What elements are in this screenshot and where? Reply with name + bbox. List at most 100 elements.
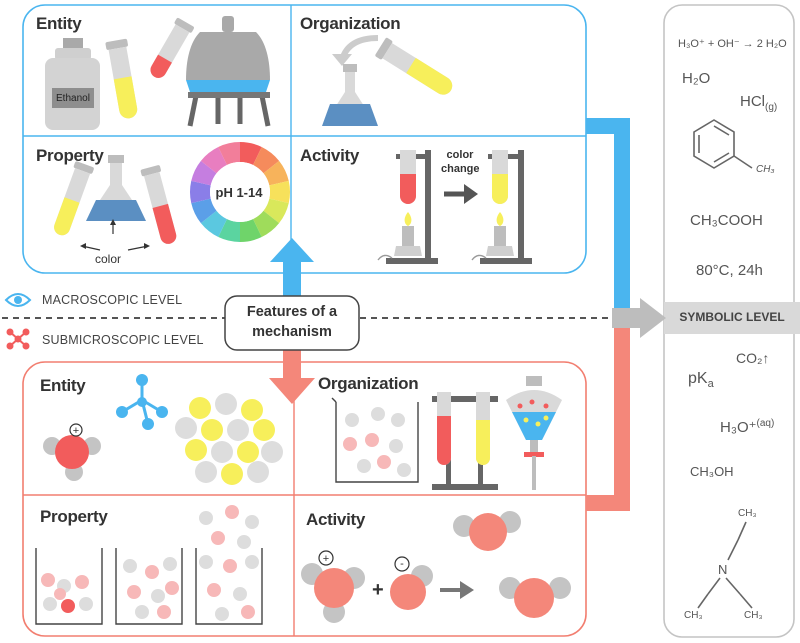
ph-wheel-segment	[269, 180, 290, 204]
ph-wheel-segment	[218, 142, 240, 165]
hydronium-formula: H₃O⁺(aq)	[720, 418, 774, 436]
sub-organization-title: Organization	[318, 374, 419, 393]
color-change-label: color change	[441, 148, 480, 176]
hcl-state: (g)	[765, 102, 778, 113]
color-pointer-arrows	[80, 219, 150, 251]
ph-wheel-segment	[200, 210, 227, 238]
hcl-formula: HCl(g)	[740, 93, 777, 113]
cluster-particle	[189, 397, 211, 419]
features-line1: Features of a	[246, 304, 338, 320]
stand-before-icon	[377, 150, 438, 264]
hydronium-state: (aq)	[756, 418, 775, 429]
color-label: color	[95, 252, 122, 266]
cluster-particle	[247, 461, 269, 483]
svg-text:+: +	[73, 425, 79, 437]
ph-label: pH 1-14	[215, 185, 263, 200]
macro-to-symbolic-connector	[586, 118, 630, 318]
hydronium-molecule-icon: +	[43, 423, 101, 481]
water-formula: H₂O	[682, 70, 711, 87]
molecule-network-icon	[6, 328, 30, 350]
test-tube-yellow-icon	[105, 38, 138, 119]
svg-text:+: +	[323, 553, 329, 565]
macro-activity-title: Activity	[300, 146, 360, 165]
ph-wheel-segment	[190, 180, 211, 204]
ph-wheel-center	[210, 162, 270, 222]
pouring-tube-icon	[375, 37, 453, 95]
pka-main: pK	[688, 370, 708, 387]
ph-wheel-segment	[253, 146, 280, 174]
stand-after-icon	[471, 150, 532, 264]
cluster-particle	[221, 463, 243, 485]
sub-entity-title: Entity	[40, 376, 86, 395]
cluster-particle	[201, 419, 223, 441]
reaction-arrow-icon	[440, 581, 474, 599]
toluene-structure-icon	[693, 119, 753, 169]
amine-n-label: N	[718, 562, 728, 577]
macroscopic-panel	[22, 4, 587, 274]
sub-to-symbolic-connector	[586, 318, 630, 511]
cluster-particle	[215, 393, 237, 415]
features-label: Features of a mechanism	[225, 302, 359, 342]
beaker-medium-concentration-icon	[115, 548, 183, 625]
ph-wheel-segment	[253, 210, 280, 238]
eye-icon	[4, 293, 32, 307]
ph-wheel-segment	[191, 198, 217, 224]
features-box	[224, 295, 360, 351]
reactant-hydroxide-icon: -	[390, 556, 433, 610]
plus-sign: +	[372, 579, 384, 601]
to-symbolic-arrow	[612, 298, 666, 338]
reactant-hydronium-icon: +	[301, 550, 365, 623]
cluster-particle	[185, 439, 207, 461]
hcl-main: HCl	[740, 93, 765, 110]
triethylamine-structure-icon	[697, 521, 753, 609]
property-tube-yellow-icon	[54, 161, 94, 236]
tetrahedral-molecule-icon	[116, 374, 168, 430]
separatory-funnel-icon	[506, 376, 562, 490]
tube-rack-icon	[432, 392, 498, 490]
features-line2: mechanism	[252, 324, 332, 340]
pouring-arrow-icon	[332, 35, 379, 66]
methanol-formula: CH₃OH	[690, 464, 734, 479]
submicroscopic-level-label: SUBMICROSCOPIC LEVEL	[42, 333, 204, 347]
cluster-particle	[211, 441, 233, 463]
macro-up-arrow	[270, 238, 314, 297]
particle-cluster-icon	[175, 393, 283, 485]
cluster-particle	[237, 441, 259, 463]
svg-text:-: -	[400, 558, 404, 570]
bell-jar-icon	[186, 16, 271, 127]
ph-wheel-icon	[190, 142, 290, 242]
color-change-line2: change	[441, 163, 480, 175]
cluster-particle	[195, 461, 217, 483]
macro-organization-title: Organization	[300, 14, 401, 33]
sub-activity-title: Activity	[306, 510, 366, 529]
beaker-particles-icon	[331, 397, 419, 483]
product-water-top-icon	[453, 511, 521, 551]
symbolic-band	[664, 302, 800, 334]
cluster-particle	[261, 441, 283, 463]
acetic-acid-formula: CH₃COOH	[690, 212, 763, 229]
co2-formula: CO₂↑	[736, 350, 770, 366]
ph-wheel-segment	[263, 160, 289, 186]
beaker-high-concentration-icon	[195, 505, 263, 625]
color-change-arrow-icon	[444, 184, 478, 204]
cluster-particle	[253, 419, 275, 441]
symbolic-level-label: SYMBOLIC LEVEL	[679, 310, 785, 324]
toluene-ch3-label: CH₃	[756, 164, 775, 175]
pka-sub: a	[707, 378, 714, 391]
ph-wheel-segment	[263, 198, 289, 224]
erlenmeyer-flask-icon	[322, 64, 378, 126]
hydronium-main: H₃O⁺	[720, 419, 757, 436]
reaction-conditions: 80°C, 24h	[696, 262, 763, 279]
ph-wheel-segment	[240, 142, 262, 165]
macro-property-title: Property	[36, 146, 104, 165]
pka-label: pKa	[688, 370, 714, 390]
macro-entity-title: Entity	[36, 14, 82, 33]
sub-property-title: Property	[40, 507, 108, 526]
ethanol-bottle-icon	[45, 38, 100, 130]
ph-wheel-segment	[218, 219, 240, 242]
macroscopic-level-label: MACROSCOPIC LEVEL	[42, 293, 183, 307]
property-tube-red-icon	[140, 165, 177, 244]
amine-ch3-left: CH₃	[684, 610, 703, 621]
test-tube-red-icon	[150, 18, 194, 78]
